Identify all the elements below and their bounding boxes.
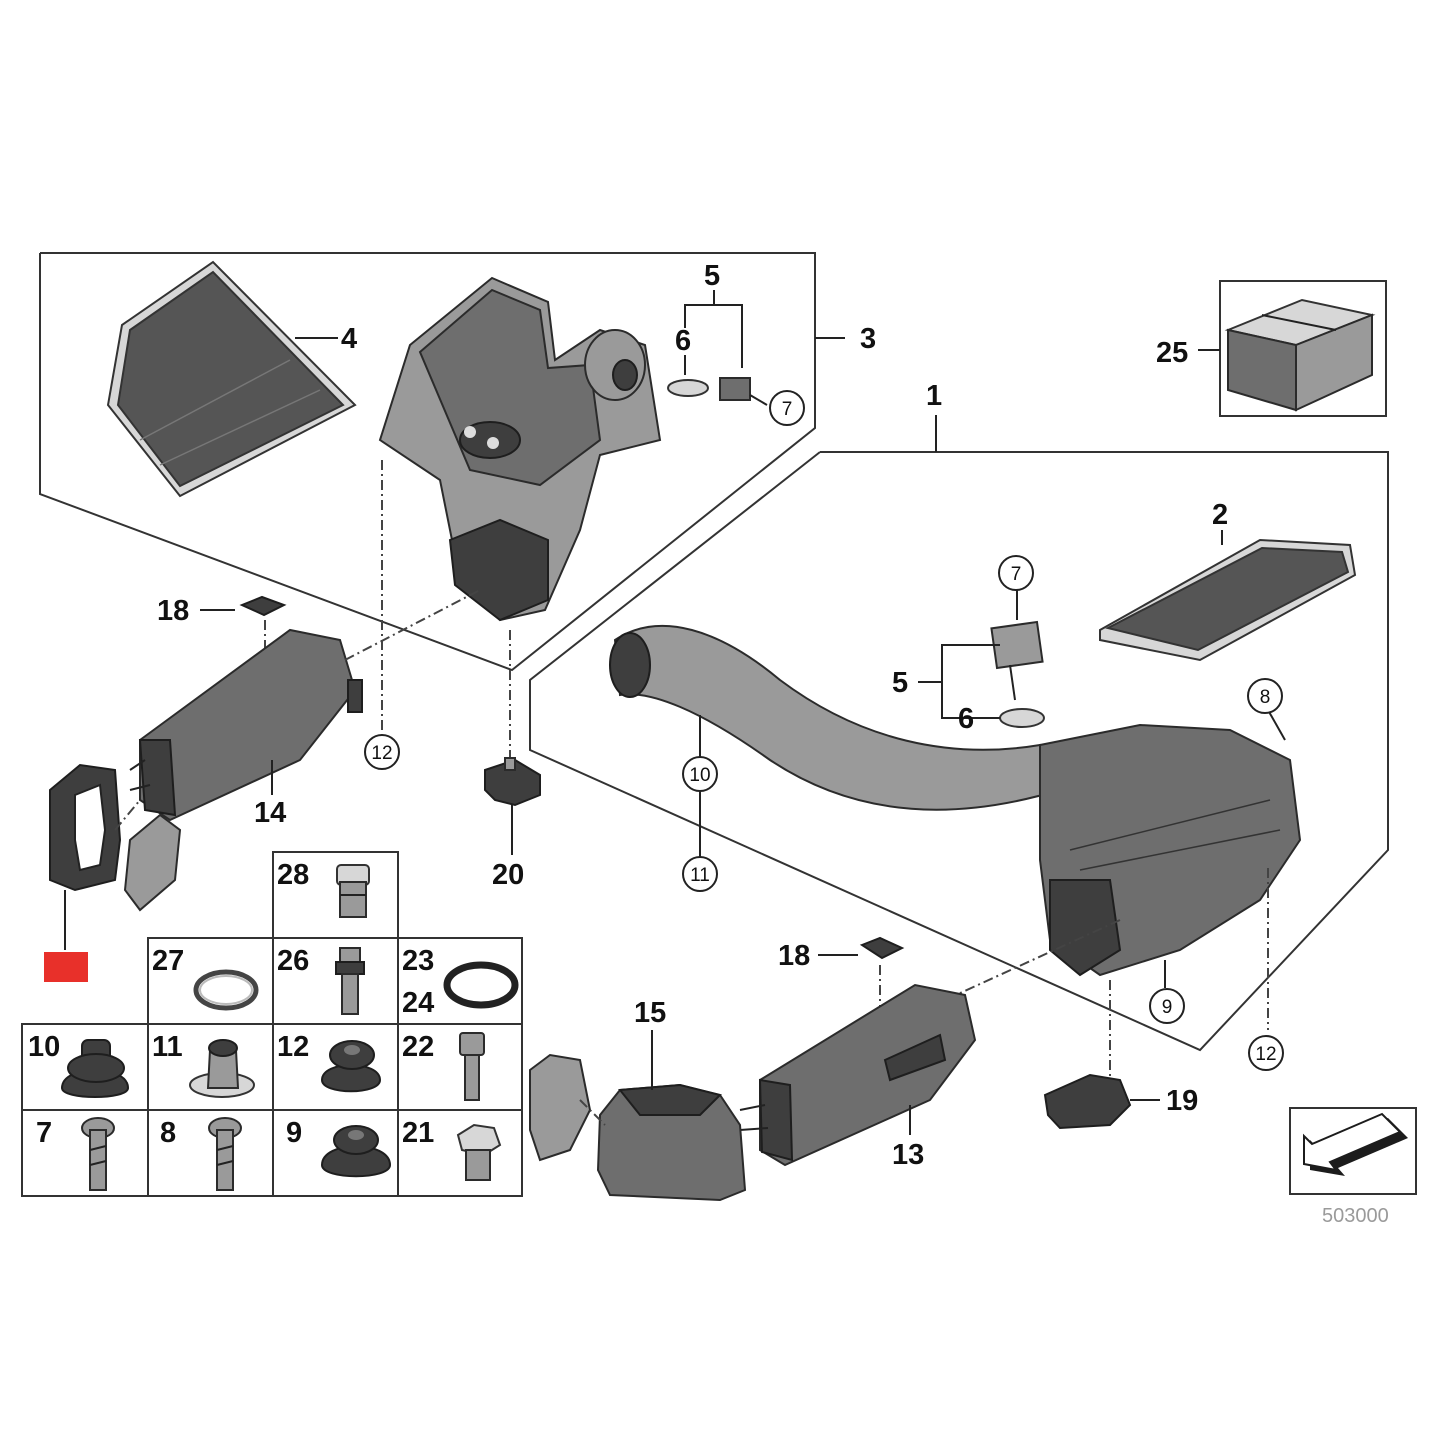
- callout-5-lower: 5: [892, 667, 908, 699]
- grid-label-24: 24: [402, 987, 434, 1019]
- direction-arrow-box: [1289, 1107, 1417, 1195]
- part-25-box: [1219, 280, 1387, 417]
- callout-13: 13: [892, 1139, 924, 1171]
- callout-2: 2: [1212, 499, 1228, 531]
- callout-12-circled-left: 12: [371, 743, 392, 764]
- callout-8-circled: 8: [1260, 687, 1271, 708]
- intake-mesh-left: [123, 813, 182, 912]
- highlight-marker: [44, 952, 88, 982]
- part-3-air-box: [378, 276, 662, 622]
- grid-part-27: [193, 969, 259, 1011]
- grid-part-8: [208, 1117, 242, 1191]
- callout-7-circled-upper: 7: [782, 399, 793, 420]
- part-25-block: [1224, 298, 1376, 412]
- callout-6-upper: 6: [675, 325, 691, 357]
- grid-part-21: [456, 1123, 502, 1181]
- grid-label-7: 7: [36, 1117, 52, 1149]
- group-3-outline: [39, 252, 816, 672]
- callout-14: 14: [254, 797, 286, 829]
- callout-12-circled-right: 12: [1255, 1044, 1276, 1065]
- grid-label-22: 22: [402, 1031, 434, 1063]
- callout-25: 25: [1156, 337, 1188, 369]
- grid-label-27: 27: [152, 945, 184, 977]
- grid-part-7: [81, 1117, 115, 1191]
- callout-4: 4: [341, 323, 357, 355]
- intake-seal-frame: [49, 763, 122, 892]
- callout-5-upper: 5: [704, 260, 720, 292]
- part-1-intake-assembly: [609, 625, 1302, 977]
- grid-label-8: 8: [160, 1117, 176, 1149]
- part-15-cover: [596, 1083, 747, 1202]
- callout-19: 19: [1166, 1085, 1198, 1117]
- callout-1: 1: [926, 380, 942, 412]
- part-18-pad-upper: [239, 595, 287, 617]
- grid-part-12: [320, 1040, 382, 1093]
- part-14-duct: [138, 628, 363, 822]
- grid-label-21: 21: [402, 1117, 434, 1149]
- group-1-outline: [529, 451, 1389, 1052]
- grid-label-12: 12: [277, 1031, 309, 1063]
- direction-arrow-icon: [1303, 1112, 1408, 1176]
- diagram-reference-number: 503000: [1322, 1205, 1389, 1227]
- part-4-air-filter: [106, 260, 357, 498]
- callout-6-lower: 6: [958, 703, 974, 735]
- callout-7-circled-lower: 7: [1011, 564, 1022, 585]
- part-20-mount: [484, 757, 541, 807]
- part-19-mount: [1043, 1073, 1132, 1130]
- grid-part-11: [189, 1039, 255, 1098]
- callout-11-circled: 11: [690, 865, 710, 886]
- grid-part-26: [335, 947, 365, 1015]
- grid-part-28: [336, 864, 370, 918]
- grid-label-28: 28: [277, 859, 309, 891]
- callout-10-circled: 10: [689, 765, 710, 786]
- grid-label-23: 23: [402, 945, 434, 977]
- intake-mesh-right: [529, 1053, 592, 1162]
- grid-part-22: [459, 1032, 485, 1101]
- callout-9-circled: 9: [1162, 997, 1173, 1018]
- callout-18-upper: 18: [157, 595, 189, 627]
- small-parts-grid: [21, 851, 523, 1197]
- callout-20: 20: [492, 859, 524, 891]
- callout-15: 15: [634, 997, 666, 1029]
- grid-label-10: 10: [28, 1031, 60, 1063]
- grid-part-23-24: [443, 961, 519, 1009]
- grid-label-26: 26: [277, 945, 309, 977]
- part-18-pad-lower: [859, 936, 905, 960]
- grid-part-10: [60, 1039, 130, 1098]
- grid-label-9: 9: [286, 1117, 302, 1149]
- part-2-air-filter: [1099, 538, 1357, 662]
- callout-3: 3: [860, 323, 876, 355]
- grid-part-9: [320, 1125, 392, 1178]
- grid-label-11: 11: [152, 1031, 183, 1063]
- part-13-duct: [758, 983, 977, 1167]
- callout-18-lower: 18: [778, 940, 810, 972]
